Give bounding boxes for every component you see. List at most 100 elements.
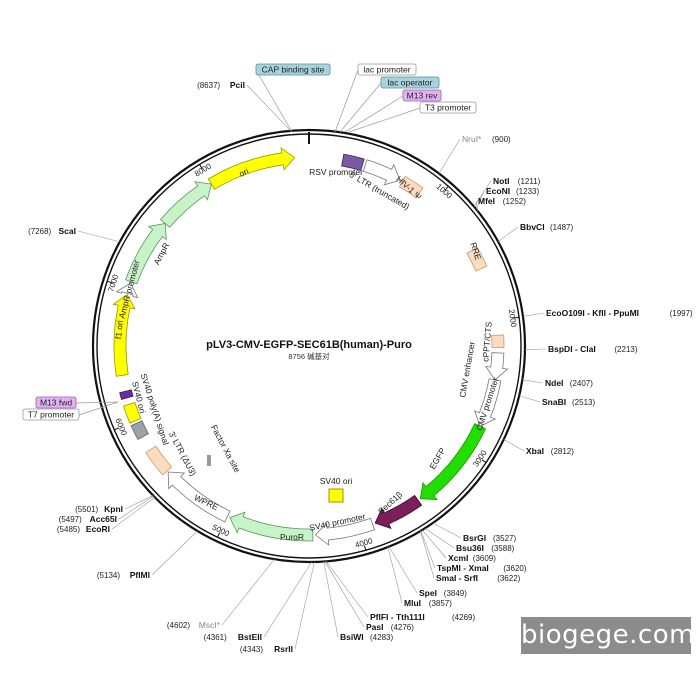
ampr-promoter-feature: [115, 282, 139, 299]
puror-feature: [229, 511, 314, 542]
site-leader: [432, 522, 462, 539]
leader-line: [344, 95, 404, 133]
site-name-left: RsrII: [274, 644, 293, 654]
boxed-label-frame: [255, 63, 331, 76]
tick-label: 4000: [354, 536, 374, 550]
site-pos-right: (1487): [550, 223, 573, 232]
site-name-right: NruI*: [462, 134, 482, 144]
boxed-label: M13 rev: [407, 91, 438, 101]
ori-label: ori: [237, 166, 250, 179]
sv40-ori-inner-feature: [328, 488, 344, 503]
site-leader: [388, 546, 418, 594]
watermark-logo: biogege.com: [521, 617, 694, 654]
boxed-label: CAP binding site: [262, 65, 325, 75]
site-leader: [420, 530, 436, 569]
site-leader: [475, 200, 479, 212]
site-leader: [475, 190, 485, 210]
boxed-label: T7 promoter: [28, 410, 74, 420]
cmv-enhancer-feature: [484, 352, 509, 381]
site-name-right: BspDI - ClaI: [548, 344, 596, 354]
ltr5-feature: [362, 159, 401, 186]
egfp-label: EGFP: [427, 446, 447, 471]
site-pos-left: (5501): [75, 505, 98, 514]
boxed-label-frame: [419, 101, 477, 114]
ampr-body: [125, 222, 167, 285]
cmv-promoter-label: CMV promoter: [474, 376, 501, 432]
site-name-left: EcoRI: [86, 524, 110, 534]
site-pos-left: (5485): [57, 525, 80, 534]
tick-label: 2000: [507, 309, 518, 328]
site-leader: [151, 530, 198, 576]
site-leader: [263, 561, 312, 638]
cppt-feature: [491, 334, 505, 348]
boxed-label-frame: [22, 408, 80, 421]
site-pos-right: (1997): [670, 309, 693, 318]
leader-line: [334, 69, 359, 133]
boxed-label-frame: [380, 76, 440, 89]
site-pos-left: (4361): [204, 633, 227, 642]
site-leader: [422, 529, 447, 559]
site-name-right: XcmI: [448, 553, 468, 563]
ltr3-label: 3' LTR (ΔU3): [167, 430, 199, 478]
site-pos-right: (3622): [497, 574, 520, 583]
factor-xa-feature: [207, 455, 211, 466]
leader-line: [75, 401, 119, 404]
boxed-label-frame: [35, 396, 77, 409]
site-leader: [524, 348, 547, 351]
site-name-right: BsrGI: [463, 533, 486, 543]
m13-fwd-site: [119, 389, 134, 400]
egfp-feature: [419, 423, 487, 501]
site-name-right: Bsu36I: [456, 543, 484, 553]
site-pos-right: (3857): [429, 599, 452, 608]
site-name-right: PasI: [366, 622, 384, 632]
tick-mark: [481, 459, 487, 463]
site-pos-left: (4343): [240, 645, 263, 654]
ori-feature: [207, 147, 296, 190]
site-leader: [111, 497, 156, 530]
ltr3-feature: [145, 445, 173, 476]
rre-feature: [466, 246, 488, 272]
site-pos-right: (4283): [370, 633, 393, 642]
site-pos-right: (2407): [570, 379, 593, 388]
site-pos-left: (4602): [167, 621, 190, 630]
site-pos-right: (3588): [491, 544, 514, 553]
plasmid-size: 8756 碱基对: [288, 351, 330, 361]
site-pos-right: (3527): [493, 534, 516, 543]
site-name-right: EcoO109I - KflI - PpuMI: [546, 308, 639, 318]
site-leader: [522, 312, 545, 317]
site-name-left: MscI*: [199, 620, 221, 630]
site-leader: [519, 395, 541, 403]
tick-mark: [217, 532, 221, 538]
site-leader: [420, 530, 435, 579]
puror-label: PuroR: [280, 532, 304, 542]
tick-mark: [444, 185, 449, 191]
site-name-left: ScaI: [59, 226, 77, 236]
sv40-polya-feature: [130, 420, 149, 441]
site-name-right: NotI: [493, 176, 510, 186]
rsv-promoter-label: RSV promoter: [309, 167, 363, 177]
site-leader: [221, 559, 275, 626]
site-pos-right: (4276): [391, 623, 414, 632]
site-leader: [387, 547, 403, 604]
site-pos-right: (3849): [444, 589, 467, 598]
site-pos-left: (8637): [197, 81, 220, 90]
site-leader: [503, 439, 525, 452]
tick-mark: [363, 545, 367, 551]
site-pos-right: (1211): [518, 177, 541, 186]
site-name-right: PflFI - Tth111I: [370, 612, 425, 622]
boxed-label-frame: [402, 89, 442, 102]
site-pos-right: (2513): [572, 398, 595, 407]
site-leader: [294, 561, 315, 650]
tick-mark: [199, 164, 203, 169]
tick-label: 8000: [193, 161, 213, 178]
sv40-ori-inner-label: SV40 ori: [320, 476, 353, 486]
site-leader: [424, 527, 455, 549]
site-pos-right: (2812): [551, 447, 574, 456]
site-name-right: SmaI - SrfI: [436, 573, 478, 583]
factor-xa-label: Factor Xa site: [209, 423, 243, 474]
site-leader: [324, 561, 365, 628]
site-name-right: XbaI: [526, 446, 544, 456]
site-name-right: NdeI: [545, 378, 563, 388]
tick-label: 5000: [211, 523, 231, 539]
